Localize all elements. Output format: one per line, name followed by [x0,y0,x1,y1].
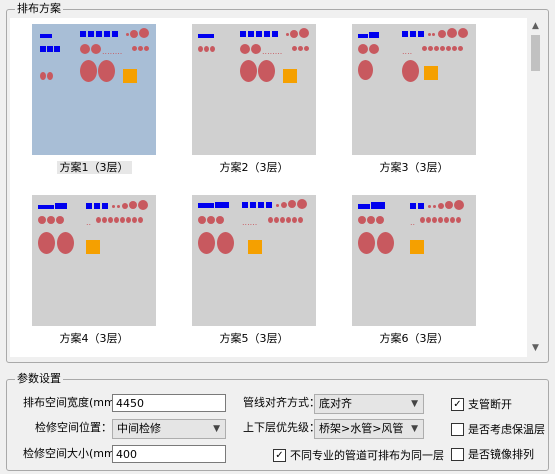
parameter-settings-group: 参数设置 排布空间宽度(mm) 4450 检修空间位置： 中间检修 ▼ 检修空间… [6,372,549,471]
scheme-preview[interactable]: ...... [192,195,316,326]
chevron-down-icon: ▼ [411,399,418,409]
priority-label: 上下层优先级： [243,421,320,434]
maint-position-value: 中间检修 [117,422,161,435]
vertical-scrollbar[interactable]: ▲ ▼ [527,18,544,357]
branch-break-label: 支管断开 [468,398,512,411]
insulation-checkbox[interactable]: 是否考虑保温层 [451,421,545,437]
scheme-preview[interactable]: ........ [32,24,156,155]
width-input[interactable]: 4450 [112,394,226,412]
align-label: 管线对齐方式： [243,396,320,409]
checkbox-icon[interactable] [451,447,464,461]
maint-position-label: 检修空间位置： [35,421,112,434]
align-select[interactable]: 底对齐 ▼ [314,394,424,414]
checkmark-icon[interactable]: ✓ [273,448,286,462]
scheme-preview[interactable]: .. [32,195,156,326]
same-layer-checkbox[interactable]: ✓ 不同专业的管道可排布为同一层 [273,447,444,463]
chevron-down-icon: ▼ [213,424,220,434]
checkbox-icon[interactable] [451,422,464,436]
mirror-checkbox[interactable]: 是否镜像排列 [451,446,534,462]
scheme-list[interactable]: ........ 方案1（3层） [10,18,544,357]
maint-position-select[interactable]: 中间检修 ▼ [112,419,226,439]
scheme-preview[interactable]: ........ [192,24,316,155]
chevron-down-icon[interactable]: ▼ [532,343,539,353]
maint-size-input[interactable]: 400 [112,445,226,463]
checkmark-icon[interactable]: ✓ [451,397,464,411]
parameter-settings-group-title: 参数设置 [15,372,63,386]
width-label: 排布空间宽度(mm) [23,396,120,409]
same-layer-label: 不同专业的管道可排布为同一层 [290,449,444,462]
scheme-label: 方案5（3层） [219,332,289,345]
scrollbar-thumb[interactable] [531,35,540,71]
chevron-up-icon[interactable]: ▲ [532,21,539,31]
branch-break-checkbox[interactable]: ✓ 支管断开 [451,396,512,412]
scheme-preview[interactable]: .. [352,195,476,326]
layout-scheme-group-title: 排布方案 [15,2,63,16]
scheme-label: 方案1（3层） [32,161,156,175]
insulation-label: 是否考虑保温层 [468,423,545,436]
align-value: 底对齐 [319,397,352,410]
chevron-down-icon: ▼ [411,424,418,434]
scheme-label: 方案4（3层） [59,332,129,345]
mirror-label: 是否镜像排列 [468,448,534,461]
scheme-label: 方案2（3层） [219,161,289,174]
priority-value: 桥架>水管>风管 [319,422,404,435]
maint-size-label: 检修空间大小(mm) [23,447,120,460]
scheme-label: 方案3（3层） [379,161,449,174]
scheme-preview[interactable]: .... [352,24,476,155]
layout-scheme-group: 排布方案 ........ [6,2,549,363]
scheme-label: 方案6（3层） [379,332,449,345]
priority-select[interactable]: 桥架>水管>风管 ▼ [314,419,424,439]
